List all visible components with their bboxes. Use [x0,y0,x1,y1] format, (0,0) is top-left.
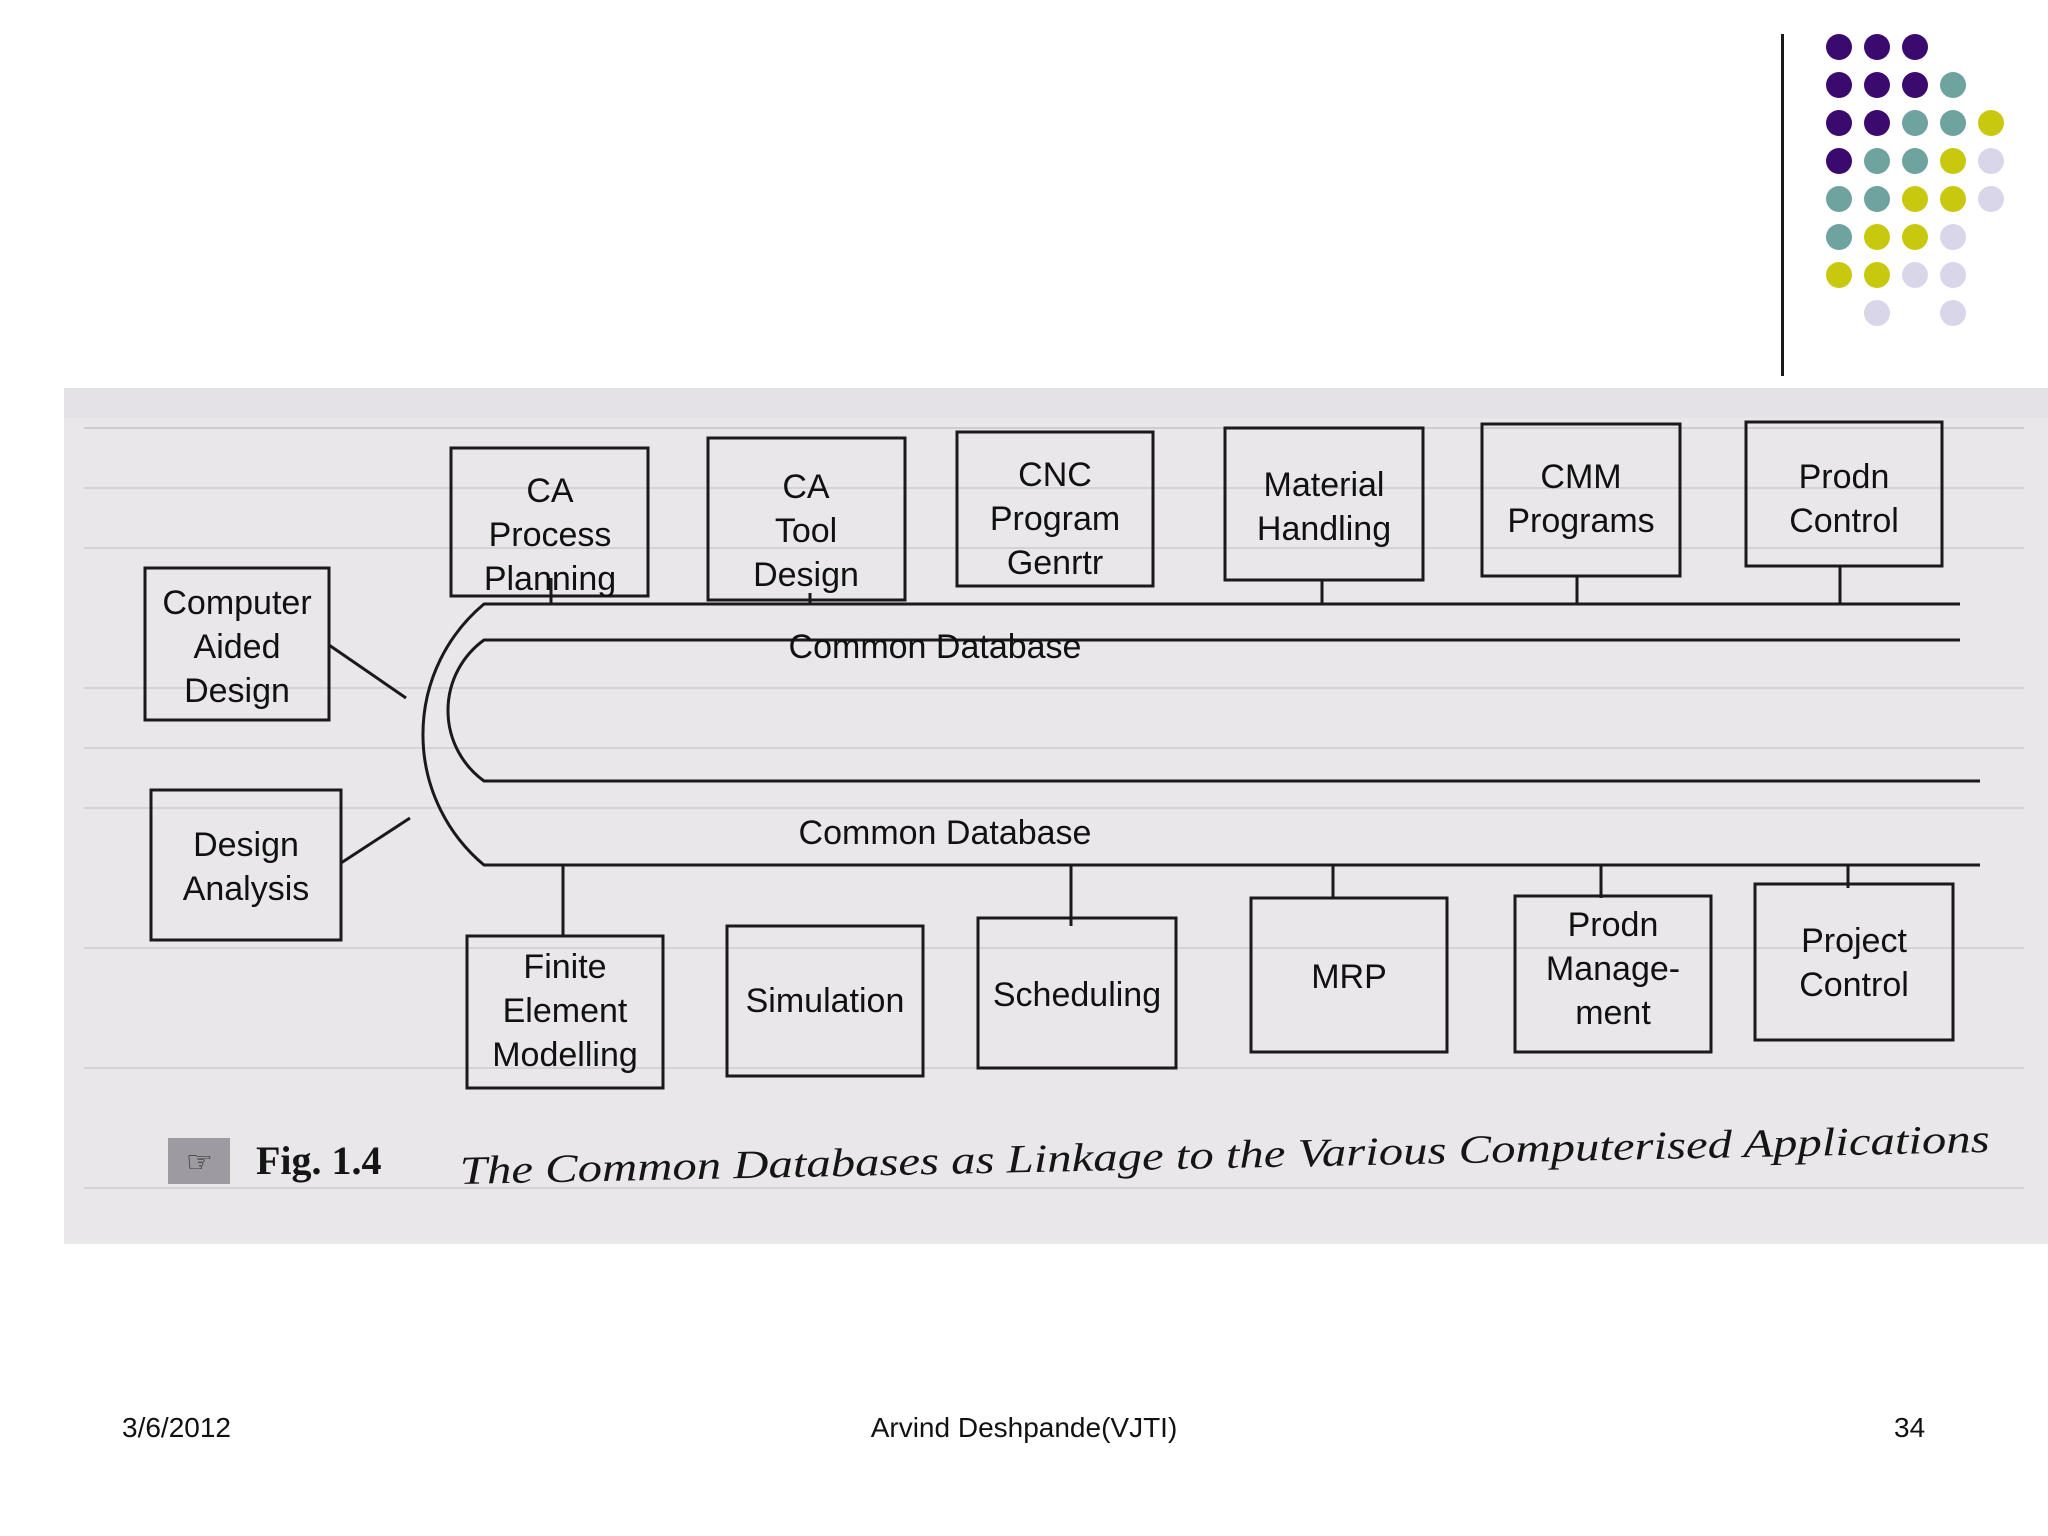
mrp-label: MRP [1311,958,1387,996]
decorative-dot [1902,34,1928,60]
database-inner-curve [446,638,1980,783]
prodn-management-line-2: Manage- [1546,950,1680,988]
decorative-dot [1864,148,1890,174]
decorative-dot [1902,72,1928,98]
prodn-management-line-3: ment [1575,994,1651,1032]
project-control-line-2: Control [1799,966,1909,1004]
cmm-programs-line-2: Programs [1507,502,1654,540]
decorative-dot [1826,224,1852,250]
project-control-line-1: Project [1801,922,1907,960]
ca-process-planning-line-1: CA [526,472,574,510]
decorative-dot [1826,72,1852,98]
footer-author: Arvind Deshpande(VJTI) [870,1412,1178,1443]
decorative-dot [1940,300,1966,326]
simulation-label: Simulation [746,982,905,1020]
application-boxes [143,420,1955,1090]
decorative-dot [1864,186,1890,212]
cmm-programs-line-1: CMM [1540,458,1621,496]
top-box-labels: CA Process Planning CA Tool Design CNC P… [484,456,1899,598]
connector-lines [328,566,1850,936]
material-handling-line-2: Handling [1257,510,1391,548]
decorative-dot [1826,34,1852,60]
decorative-dot [1864,262,1890,288]
common-database-horseshoe [421,602,1980,867]
prodn-control-line-1: Prodn [1799,458,1890,496]
decorative-dot [1978,110,2004,136]
bottom-box-labels: Finite Element Modelling Simulation Sche… [492,906,1909,1074]
decorative-dot [1940,72,1966,98]
decorative-dot [1940,186,1966,212]
decorative-dot [1940,110,1966,136]
decorative-dot [1940,262,1966,288]
database-outer-curve [421,602,1980,867]
computer-aided-design-line-1: Computer [162,584,311,622]
prodn-control-line-2: Control [1789,502,1899,540]
decorative-dot [1940,224,1966,250]
footer-page-number: 34 [1894,1412,1926,1443]
decorative-dot [1864,110,1890,136]
ca-tool-design-line-3: Design [753,556,859,594]
decorative-dot [1902,186,1928,212]
figure-number: Fig. 1.4 [256,1138,382,1183]
decorative-dot [1864,224,1890,250]
common-database-lower-label: Common Database [799,814,1092,852]
scheduling-label: Scheduling [993,976,1161,1014]
decorative-dot-grid [0,0,2048,340]
ca-process-planning-line-3: Planning [484,560,616,598]
database-linkage-diagram: CA Process Planning CA Tool Design CNC P… [64,388,2048,1244]
decorative-dot [1826,148,1852,174]
prodn-management-line-1: Prodn [1568,906,1659,944]
decorative-dot [1940,148,1966,174]
decorative-dot [1902,148,1928,174]
decorative-dot [1826,186,1852,212]
ca-process-planning-line-2: Process [489,516,612,554]
ca-tool-design-line-2: Tool [775,512,837,550]
decorative-dot [1864,34,1890,60]
decorative-dot [1978,148,2004,174]
decorative-dot [1978,186,2004,212]
finite-element-modelling-line-2: Element [503,992,628,1030]
cnc-program-genrtr-line-1: CNC [1018,456,1092,494]
background-bleed-text [64,388,2048,1244]
decorative-dot [1864,300,1890,326]
finite-element-modelling-line-3: Modelling [492,1036,638,1074]
scanned-figure: CA Process Planning CA Tool Design CNC P… [64,388,2048,1244]
cnc-program-genrtr-line-3: Genrtr [1007,544,1103,582]
decorative-dot [1864,72,1890,98]
design-analysis-line-2: Analysis [183,870,310,908]
hand-pointer-icon [168,1138,230,1184]
cnc-program-genrtr-line-2: Program [990,500,1120,538]
ca-tool-design-line-1: CA [782,468,830,506]
decorative-vertical-rule [1781,34,1784,376]
left-box-labels: Computer Aided Design Design Analysis [162,584,311,908]
decorative-dot [1826,110,1852,136]
design-analysis-line-1: Design [193,826,299,864]
computer-aided-design-line-2: Aided [194,628,281,666]
decorative-dot [1902,262,1928,288]
decorative-dot [1826,262,1852,288]
computer-aided-design-line-3: Design [184,672,290,710]
finite-element-modelling-line-1: Finite [523,948,606,986]
common-database-upper-label: Common Database [789,628,1082,666]
decorative-dot [1902,110,1928,136]
footer-date: 3/6/2012 [122,1412,231,1443]
decorative-dot [1902,224,1928,250]
hand-pointer-glyph: ☞ [186,1146,213,1179]
material-handling-line-1: Material [1264,466,1385,504]
